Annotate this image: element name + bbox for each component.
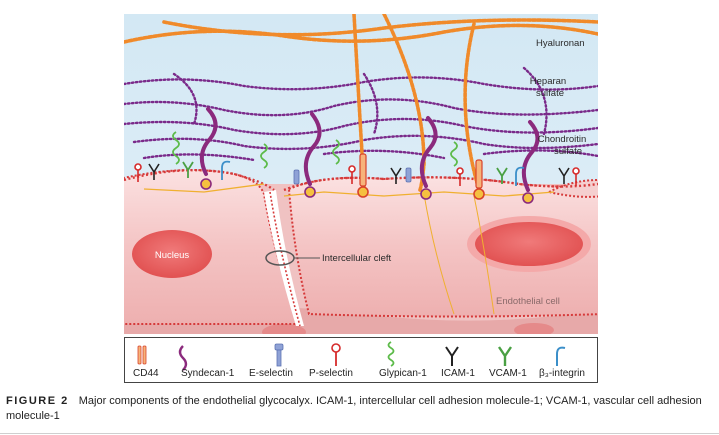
legend-label-vcam: VCAM-1 <box>489 368 527 379</box>
legend-label-cd44: CD44 <box>133 368 159 379</box>
legend-label-icam: ICAM-1 <box>441 368 475 379</box>
cytoskeleton-lines <box>143 183 555 197</box>
legend-label-integrin: β₃-integrin <box>539 368 585 379</box>
glypican-molecules <box>172 131 458 169</box>
cleft-gap <box>264 190 304 326</box>
cleft-membrane <box>269 191 301 327</box>
syndecan-icon <box>178 345 188 371</box>
p-selectin-molecules <box>134 163 580 186</box>
icam-icon <box>445 346 459 366</box>
lower-cell-nucleus-right <box>514 323 554 337</box>
cd44-anchors <box>357 186 485 200</box>
label-chondroitin-line2: sulfate <box>554 146 582 157</box>
label-intercellular-cleft: Intercellular cleft <box>322 253 392 264</box>
cd44-molecules <box>359 153 483 189</box>
vcam-icon <box>498 346 512 366</box>
heparan-sulfate-chains <box>122 66 600 162</box>
icam-molecules <box>148 163 570 184</box>
label-heparan-line2: sulfate <box>536 88 564 99</box>
syndecan-molecules <box>199 107 540 192</box>
e-selectin-molecules <box>293 167 412 185</box>
label-nucleus: Nucleus <box>155 250 190 261</box>
integrin-icon <box>556 346 566 366</box>
nucleus-left <box>132 230 212 278</box>
glycocalyx-diagram: Hyaluronan Heparan sulfate Chondroitin s… <box>118 12 604 340</box>
cytoskeleton-vertical <box>423 193 495 315</box>
legend-label-p-selectin: P-selectin <box>309 368 353 379</box>
right-endothelial-cell <box>287 176 604 318</box>
legend-label-e-selectin: E-selectin <box>249 368 293 379</box>
legend-label-syndecan: Syndecan-1 <box>181 368 235 379</box>
glypican-icon <box>387 341 395 367</box>
legend-box: CD44 Syndecan-1 E-selectin P-selectin Gl… <box>124 337 598 383</box>
caption-text: Major components of the endothelial glyc… <box>6 395 702 422</box>
label-heparan-line1: Heparan <box>530 76 566 87</box>
cd44-icon <box>137 345 147 365</box>
apical-membrane <box>123 168 599 192</box>
label-hyaluronan: Hyaluronan <box>536 38 585 49</box>
legend-label-glypican: Glypican-1 <box>379 368 427 379</box>
bottom-divider <box>0 433 719 434</box>
nucleus-right <box>475 222 583 266</box>
p-selectin-icon <box>331 343 341 366</box>
integrin-molecules <box>221 160 525 186</box>
label-endothelial-cell: Endothelial cell <box>496 296 560 307</box>
vcam-molecules <box>182 161 508 184</box>
figure-number: FIGURE 2 <box>6 395 69 407</box>
label-chondroitin-line1: Chondroitin <box>538 134 587 145</box>
syndecan-anchors <box>200 178 534 204</box>
e-selectin-icon <box>274 343 284 367</box>
